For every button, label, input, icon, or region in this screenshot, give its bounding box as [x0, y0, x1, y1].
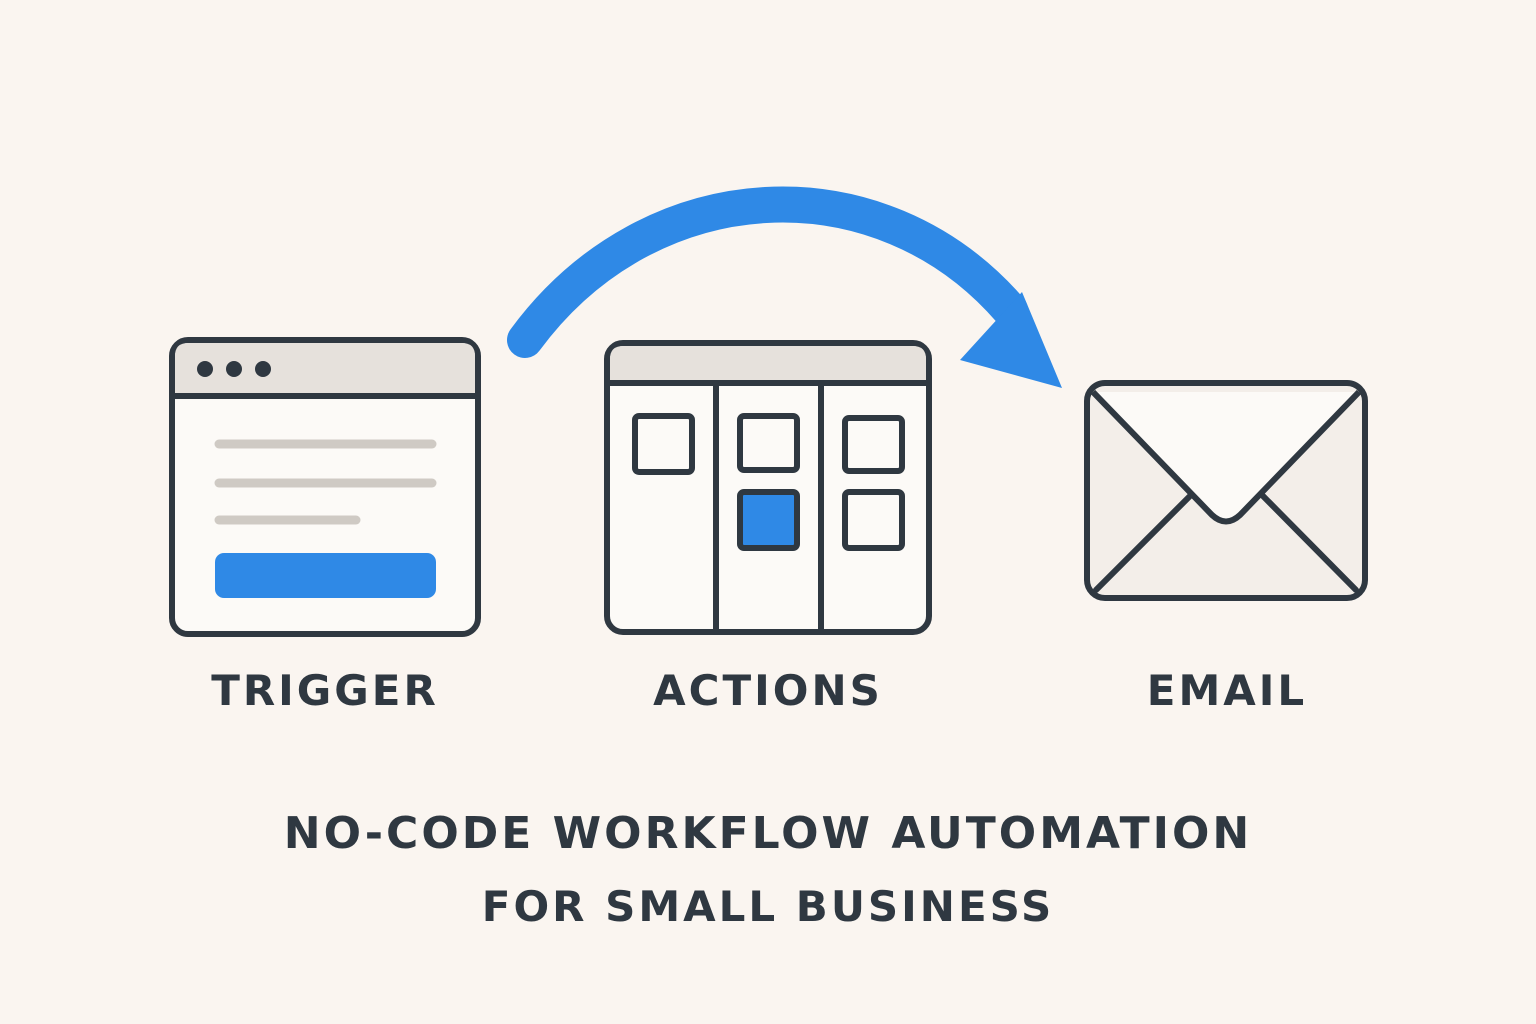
window-dot-icon	[197, 361, 213, 377]
window-dot-icon	[226, 361, 242, 377]
board-card	[842, 415, 905, 474]
board-card	[842, 489, 905, 551]
envelope-flap	[1090, 389, 1362, 525]
kanban-board-icon	[604, 340, 932, 635]
arrow-head	[960, 292, 1062, 388]
step-label-email: EMAIL	[1146, 666, 1308, 715]
envelope-icon	[1084, 380, 1368, 601]
arrow-shaft	[507, 186, 1028, 358]
diagram-title-line-2: FOR SMALL BUSINESS	[481, 882, 1055, 931]
window-dot-icon	[255, 361, 271, 377]
board-card	[737, 413, 800, 473]
board-header	[610, 346, 926, 381]
board-card	[632, 413, 695, 475]
step-label-actions: ACTIONS	[653, 666, 883, 715]
curved-arrow-icon	[507, 186, 1062, 388]
browser-window-icon	[169, 337, 481, 637]
form-submit-button	[215, 553, 436, 598]
board-card-active	[737, 489, 800, 551]
diagram-title-line-1: NO-CODE WORKFLOW AUTOMATION	[283, 808, 1253, 859]
step-label-trigger: TRIGGER	[211, 666, 439, 715]
browser-titlebar	[175, 343, 475, 394]
